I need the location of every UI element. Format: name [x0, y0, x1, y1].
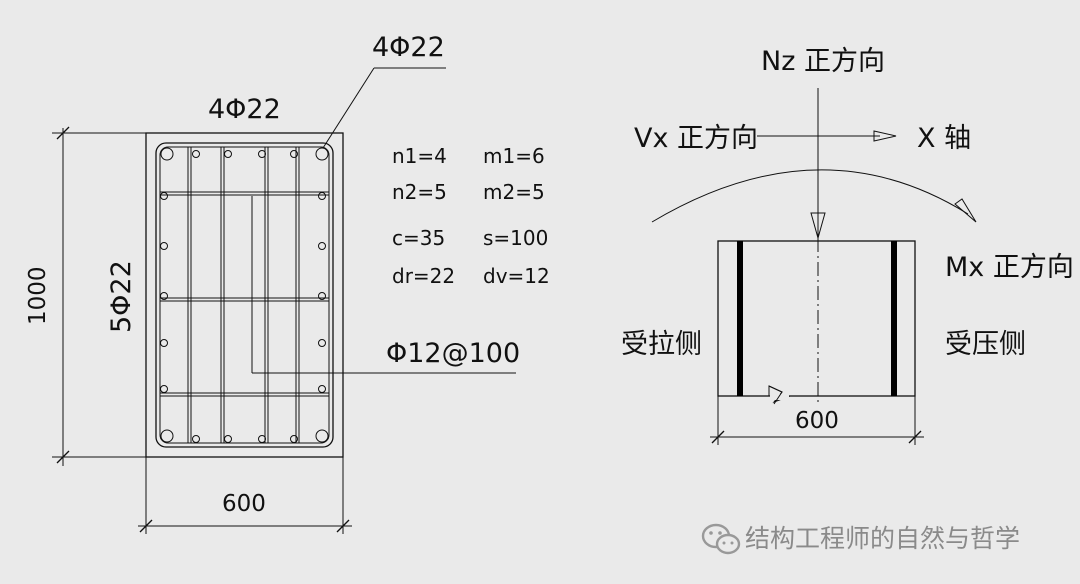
height-dimension — [52, 126, 146, 466]
rebar — [318, 292, 326, 300]
dim-tick — [336, 519, 350, 533]
x-axis-label: X 轴 — [917, 123, 971, 154]
rebar — [192, 435, 200, 443]
rebar — [318, 242, 326, 250]
dim-tick — [711, 430, 725, 444]
rebar — [258, 150, 266, 158]
param-n2: n2=5 — [392, 180, 447, 204]
column-section: 4Φ22 4Φ22 5Φ22 Φ12@100 n1=4 m1=6 n2=5 m2… — [25, 32, 550, 534]
stirrup-inner — [159, 146, 330, 444]
parameter-table: n1=4 m1=6 n2=5 m2=5 c=35 s=100 dr=22 dv=… — [392, 144, 550, 288]
break-zigzag — [768, 385, 783, 405]
compression-side-label: 受压侧 — [945, 329, 1026, 360]
dim-tick — [56, 450, 70, 464]
rebar — [160, 192, 168, 200]
rebar — [160, 292, 168, 300]
mx-arc — [651, 169, 969, 223]
nz-arrow-head — [810, 212, 826, 240]
dim-tick — [56, 126, 70, 140]
rebar — [318, 385, 326, 393]
wechat-bubble-small — [715, 533, 741, 555]
param-m1: m1=6 — [483, 144, 545, 168]
rebar — [160, 147, 174, 161]
rebar — [160, 385, 168, 393]
rebar — [192, 150, 200, 158]
param-dr: dr=22 — [392, 264, 455, 288]
leader-line — [322, 67, 375, 149]
tension-side-label: 受拉侧 — [621, 329, 702, 360]
watermark: 结构工程师的自然与哲学 — [701, 523, 1020, 555]
watermark-text: 结构工程师的自然与哲学 — [745, 524, 1020, 553]
rebar — [290, 435, 298, 443]
corner-rebar-leader — [322, 67, 446, 149]
rebar — [290, 150, 298, 158]
param-s: s=100 — [483, 226, 548, 250]
wechat-eye — [709, 531, 713, 535]
rebar — [315, 147, 329, 161]
inner-stirrup-legs-horizontal — [160, 191, 329, 397]
wechat-eye — [718, 531, 722, 535]
param-c: c=35 — [392, 226, 445, 250]
dim-tick — [908, 430, 922, 444]
wechat-eye — [722, 541, 726, 545]
rebar — [160, 339, 168, 347]
rebar — [315, 429, 329, 443]
rebar — [224, 150, 232, 158]
wechat-eye — [730, 541, 734, 545]
rebar — [160, 242, 168, 250]
inner-stirrup-legs-vertical — [187, 147, 300, 443]
wechat-icon — [701, 523, 741, 555]
mx-arrow-head — [954, 198, 977, 223]
corner-rebar-label: 4Φ22 — [372, 32, 445, 63]
param-n1: n1=4 — [392, 144, 447, 168]
stirrup-outer — [155, 142, 334, 448]
height-dimension-text: 1000 — [25, 266, 51, 325]
stirrup-leader — [251, 196, 516, 374]
section-elevation — [717, 240, 916, 397]
vx-arrow-head — [873, 130, 897, 142]
param-dv: dv=12 — [483, 264, 550, 288]
dim-tick — [139, 519, 153, 533]
rebar — [224, 435, 232, 443]
top-rebar-label: 4Φ22 — [208, 94, 281, 125]
rebar — [160, 429, 174, 443]
width-dimension-text: 600 — [222, 491, 266, 517]
side-rebar-label: 5Φ22 — [106, 260, 137, 333]
rebar — [318, 339, 326, 347]
param-m2: m2=5 — [483, 180, 545, 204]
rebar — [258, 435, 266, 443]
vx-label: Vx 正方向 — [634, 123, 758, 154]
stirrup-label: Φ12@100 — [386, 338, 520, 369]
mx-label: Mx 正方向 — [945, 252, 1074, 283]
rebars — [160, 147, 329, 443]
width-dimension — [138, 457, 352, 534]
section-outline — [145, 132, 344, 458]
nz-label: Nz 正方向 — [761, 46, 885, 77]
break-gap — [770, 394, 789, 400]
load-diagram: Nz 正方向 Vx 正方向 X 轴 Mx 正方向 受拉侧 受压侧 — [621, 46, 1074, 445]
rebar — [318, 192, 326, 200]
elevation-width-dimension-text: 600 — [795, 408, 839, 434]
elevation-width-dimension — [710, 396, 924, 445]
